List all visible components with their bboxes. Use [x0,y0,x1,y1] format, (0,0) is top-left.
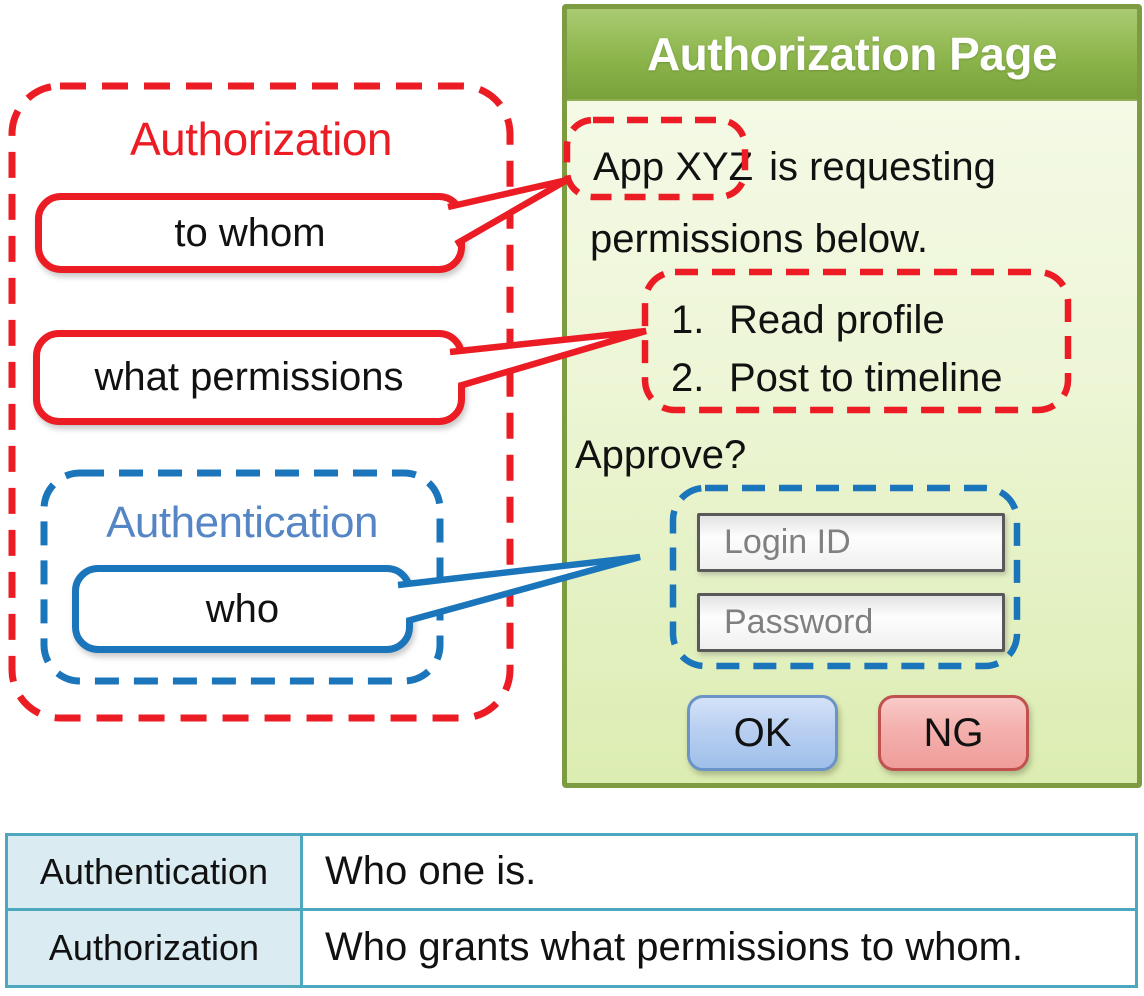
login-id-input[interactable] [697,513,1005,572]
to-whom-label: to whom [174,210,326,255]
permission-label: Post to timeline [729,355,1003,400]
app-name: App XYZ [593,145,754,189]
authorization-page-header: Authorization Page [567,9,1137,101]
permission-item: 2. Post to timeline [671,349,1002,407]
authorization-page-title: Authorization Page [646,28,1058,80]
permission-number: 2. [671,355,705,400]
password-input[interactable] [697,593,1005,652]
definitions-table: Authentication Who one is. Authorization… [5,833,1138,988]
permission-number: 1. [671,297,705,342]
request-sentence-line1: App XYZ is requesting [593,145,996,190]
table-definition-authentication: Who one is. [303,836,1135,911]
who-label: who [205,586,280,631]
ng-button[interactable]: NG [878,695,1029,771]
authorization-title: Authorization [130,113,393,165]
request-text: is requesting [769,145,996,189]
table-term-authorization: Authorization [8,910,303,985]
approve-question: Approve? [575,433,747,477]
table-definition-authorization: Who grants what permissions to whom. [303,910,1135,985]
to-whom-callout: to whom [35,193,465,273]
ok-button[interactable]: OK [687,695,838,771]
to-whom-callout-tail [447,176,569,247]
table-term-authentication: Authentication [8,836,303,911]
permission-label: Read profile [729,297,945,342]
permission-item: 1. Read profile [671,291,1002,349]
what-permissions-callout: what permissions [33,330,465,425]
request-sentence-line2: permissions below. [590,217,928,261]
authentication-title: Authentication [106,498,378,547]
what-permissions-label: what permissions [94,355,404,399]
permissions-list: 1. Read profile 2. Post to timeline [671,291,1002,407]
who-callout: who [72,565,413,653]
